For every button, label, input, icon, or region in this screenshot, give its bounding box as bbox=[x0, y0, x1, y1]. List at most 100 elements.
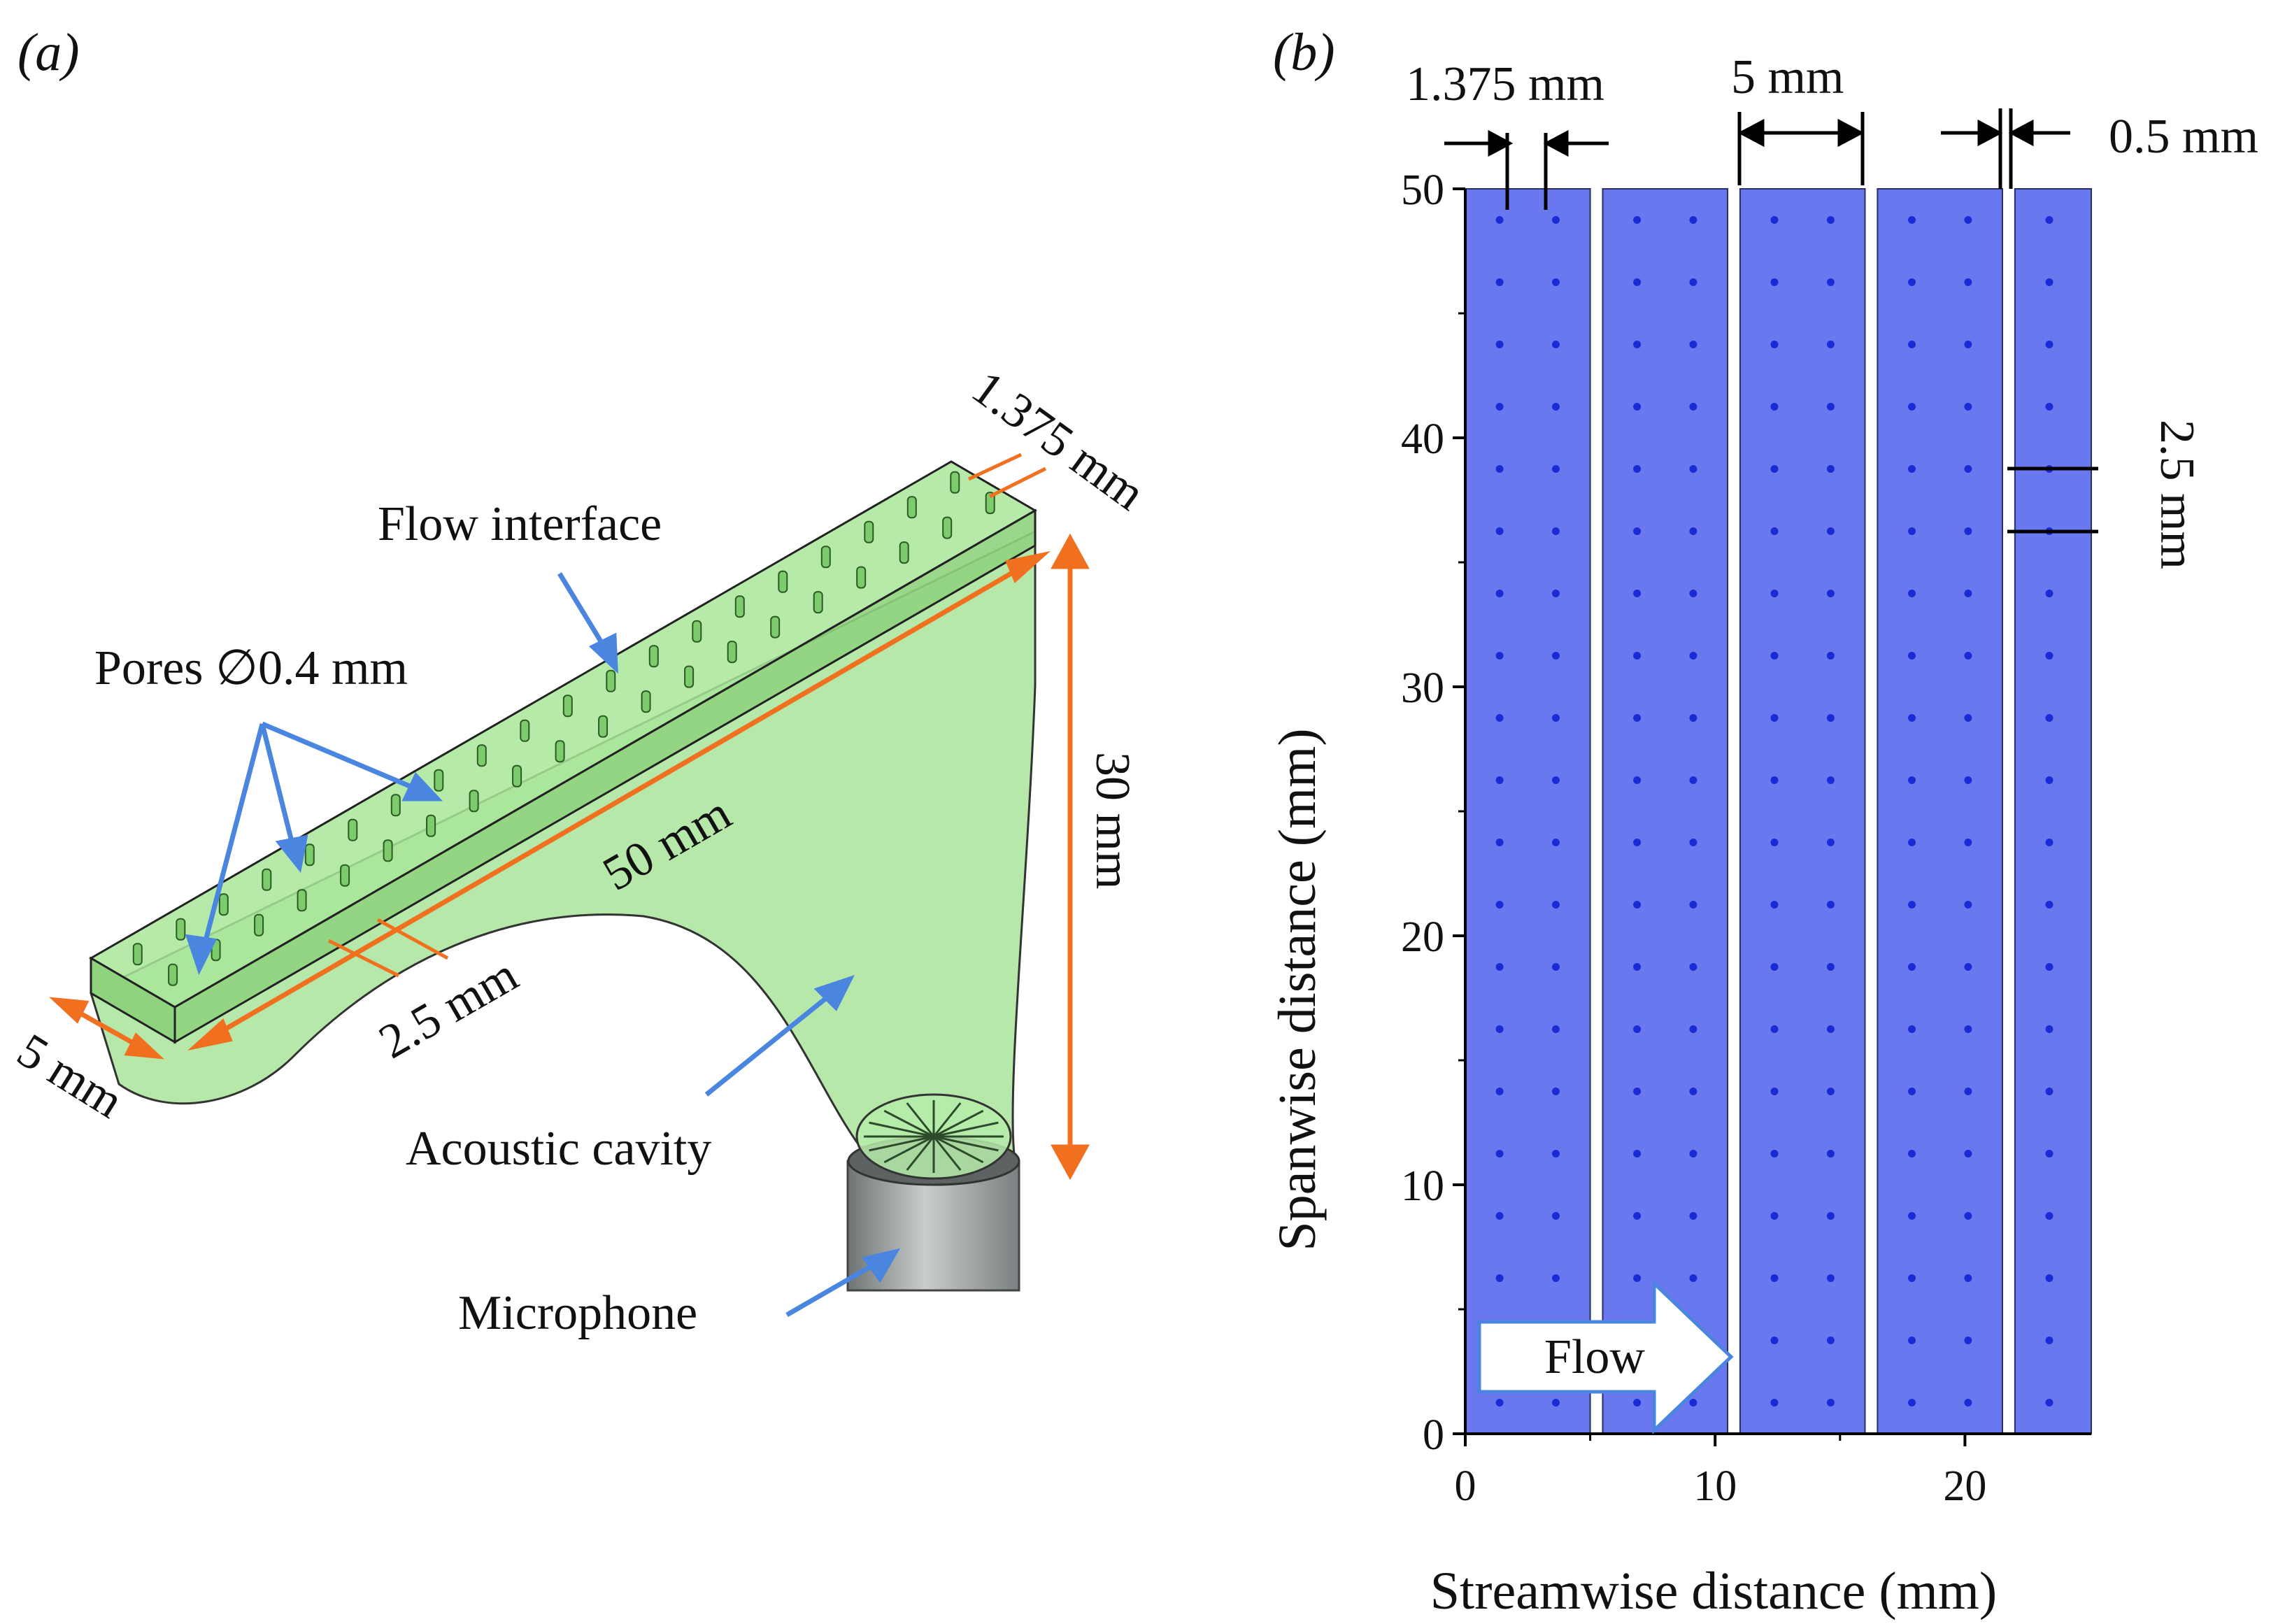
label-flow-interface: Flow interface bbox=[378, 497, 662, 551]
grille-spoke bbox=[933, 1109, 984, 1138]
pore bbox=[1689, 901, 1697, 909]
pore bbox=[1826, 527, 1835, 535]
pore bbox=[1495, 590, 1504, 597]
pore bbox=[1826, 1150, 1835, 1158]
label-pore-spacing-b: 2.5 mm bbox=[2150, 420, 2204, 569]
dim-height-arrow-bottom bbox=[1051, 1144, 1090, 1181]
pore bbox=[1689, 1274, 1697, 1282]
pore bbox=[1908, 278, 1916, 286]
pore bbox=[1908, 465, 1916, 473]
pore-3d bbox=[562, 695, 573, 718]
pore bbox=[1552, 1088, 1560, 1095]
pore bbox=[1908, 403, 1916, 411]
pore-3d bbox=[555, 740, 565, 763]
pore bbox=[1770, 839, 1779, 846]
pore-3d bbox=[950, 471, 960, 494]
pore bbox=[1770, 465, 1779, 473]
x-axis-title: Streamwise distance (mm) bbox=[1430, 1562, 1997, 1621]
pore-3d bbox=[648, 645, 659, 668]
pore-3d bbox=[304, 843, 315, 867]
pore-3d bbox=[942, 516, 953, 539]
pointer-flow-interface-head bbox=[588, 632, 618, 674]
pore bbox=[1689, 216, 1697, 224]
pore-3d bbox=[813, 591, 823, 614]
grille-spoke bbox=[883, 1135, 934, 1164]
pore bbox=[2045, 776, 2053, 784]
pore bbox=[1908, 1150, 1916, 1158]
pore bbox=[1826, 341, 1835, 348]
pore-3d bbox=[218, 893, 229, 916]
pore-3d bbox=[770, 615, 781, 639]
pore-3d bbox=[899, 541, 909, 564]
pore bbox=[1633, 341, 1642, 348]
pore bbox=[1633, 776, 1642, 784]
pore bbox=[1633, 1150, 1642, 1158]
pore bbox=[1908, 901, 1916, 909]
pore-3d bbox=[426, 814, 436, 837]
pore bbox=[2045, 341, 2053, 348]
pore bbox=[2045, 1088, 2053, 1095]
pore bbox=[2045, 1212, 2053, 1220]
pointer-microphone bbox=[785, 1260, 879, 1318]
porous-strip bbox=[1877, 188, 2003, 1434]
pore-3d bbox=[512, 764, 522, 788]
pore bbox=[1826, 714, 1835, 722]
acoustic-cavity-shape bbox=[90, 529, 1037, 1155]
pores-3d bbox=[132, 471, 995, 986]
pore bbox=[1495, 1274, 1504, 1282]
pore bbox=[1964, 839, 1972, 846]
pore bbox=[1689, 341, 1697, 348]
dim-pore-tick-1 bbox=[327, 939, 400, 978]
pore bbox=[1770, 1025, 1779, 1033]
pore bbox=[1908, 216, 1916, 224]
pore-3d bbox=[641, 690, 651, 713]
pore bbox=[1689, 1212, 1697, 1220]
grille-spoke bbox=[906, 1102, 935, 1137]
pore bbox=[1826, 1025, 1835, 1033]
pore bbox=[1826, 776, 1835, 784]
grille-spoke bbox=[932, 1136, 962, 1171]
pore bbox=[1552, 278, 1560, 286]
pore bbox=[1964, 1337, 1972, 1344]
pore bbox=[1552, 403, 1560, 411]
dim-gap-left-head bbox=[1977, 119, 2003, 147]
pore-3d bbox=[340, 864, 350, 887]
pore bbox=[1495, 341, 1504, 348]
pore bbox=[1964, 1025, 1972, 1033]
y-tick-label: 40 bbox=[1401, 415, 1444, 463]
pore bbox=[1689, 963, 1697, 971]
label-strip-width-b: 5 mm bbox=[1731, 50, 1844, 104]
pore-3d bbox=[254, 913, 264, 936]
pore bbox=[1908, 776, 1916, 784]
pore-3d bbox=[176, 918, 186, 941]
pore bbox=[1964, 1088, 1972, 1095]
pore bbox=[1826, 403, 1835, 411]
pore bbox=[1552, 590, 1560, 597]
pore-3d bbox=[778, 570, 788, 593]
pore-3d bbox=[598, 715, 608, 738]
pore bbox=[1964, 963, 1972, 971]
pore bbox=[1770, 714, 1779, 722]
pore bbox=[1770, 278, 1779, 286]
pore bbox=[1689, 465, 1697, 473]
pore-3d bbox=[297, 889, 307, 912]
pore bbox=[1689, 1025, 1697, 1033]
pore bbox=[1826, 465, 1835, 473]
pore bbox=[1633, 590, 1642, 597]
dim-pore-tick-2 bbox=[376, 918, 449, 960]
pore-3d bbox=[856, 566, 867, 589]
pore bbox=[2045, 652, 2053, 660]
pore bbox=[1964, 714, 1972, 722]
pore bbox=[1552, 1274, 1560, 1282]
pore bbox=[1908, 1212, 1916, 1220]
grille-spoke bbox=[906, 1136, 935, 1171]
pore bbox=[1552, 652, 1560, 660]
pore bbox=[1964, 465, 1972, 473]
pore bbox=[1552, 1212, 1560, 1220]
pointer-pores-1-head bbox=[185, 934, 218, 976]
pore bbox=[1770, 1212, 1779, 1220]
panel-a: (a) bbox=[8, 23, 1155, 1340]
dim-length-arrow-right bbox=[1005, 550, 1051, 583]
pore-3d bbox=[606, 669, 616, 692]
